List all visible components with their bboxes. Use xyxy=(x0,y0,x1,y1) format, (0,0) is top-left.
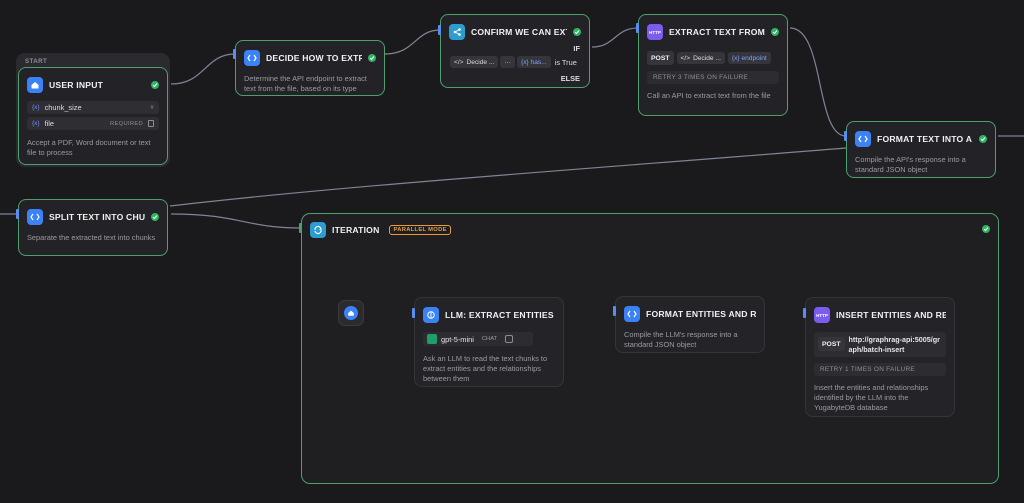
input-handle[interactable] xyxy=(613,306,616,316)
node-format-entities[interactable]: FORMAT ENTITIES AND RELA Compile the LLM… xyxy=(615,296,765,353)
node-title: ITERATION xyxy=(332,225,380,235)
input-handle[interactable] xyxy=(844,131,847,141)
node-confirm-extract[interactable]: CONFIRM WE CAN EXTRACT IF </> Decide ...… xyxy=(440,14,590,88)
edge-split-iteration xyxy=(170,213,302,229)
node-description: Ask an LLM to read the text chunks to ex… xyxy=(423,354,548,383)
node-format-text[interactable]: FORMAT TEXT INTO A REC Compile the API's… xyxy=(846,121,996,178)
code-icon xyxy=(624,306,640,322)
variable-row[interactable]: {x} chunk_size # xyxy=(27,101,159,114)
retry-policy: RETRY 1 TIMES ON FAILURE xyxy=(814,363,946,376)
request-url: http://graphrag-api:5005/graph/batch-ins… xyxy=(848,335,940,354)
node-title: FORMAT TEXT INTO A REC xyxy=(877,134,973,144)
edge-extract-format xyxy=(789,27,847,137)
model-name: gpt-5-mini xyxy=(441,334,474,344)
variable-row[interactable]: {x} file REQUIRED xyxy=(27,117,159,130)
node-description: Accept a PDF, Word document or text file… xyxy=(27,138,151,157)
node-title: CONFIRM WE CAN EXTRACT xyxy=(471,27,567,37)
variable-source: Decide ... xyxy=(693,54,721,62)
code-icon: </> xyxy=(680,54,691,62)
input-handle[interactable] xyxy=(438,25,441,35)
edge-decide-confirm xyxy=(384,29,441,55)
variable-name: file xyxy=(44,119,55,128)
node-description: Call an API to extract text from the fil… xyxy=(647,91,771,100)
success-check-icon xyxy=(573,28,581,36)
loop-icon xyxy=(310,222,326,238)
http-method-badge: POST xyxy=(818,337,845,351)
retry-policy: RETRY 3 TIMES ON FAILURE xyxy=(647,71,779,84)
edge-confirm-extract xyxy=(591,27,639,48)
node-title: USER INPUT xyxy=(49,80,104,90)
node-extract-text[interactable]: HTTP EXTRACT TEXT FROM DOC POST </> Deci… xyxy=(638,14,788,116)
variable-icon: {x} xyxy=(32,120,40,127)
node-title: DECIDE HOW TO EXTRACT xyxy=(266,53,362,63)
home-icon xyxy=(27,77,43,93)
code-icon: </> xyxy=(454,58,464,66)
brain-icon xyxy=(423,307,439,323)
else-branch-label: ELSE xyxy=(560,74,580,83)
code-icon xyxy=(244,50,260,66)
condition-variable-chip[interactable]: </> Decide ... xyxy=(450,56,499,68)
node-description: Compile the LLM's response into a standa… xyxy=(624,330,738,349)
success-check-icon xyxy=(771,28,779,36)
success-check-icon xyxy=(151,81,159,89)
node-description: Insert the entities and relationships id… xyxy=(814,383,929,412)
endpoint-variable-chip[interactable]: </> Decide ... xyxy=(676,52,725,64)
node-llm-extract[interactable]: LLM: EXTRACT ENTITIES AN gpt-5-mini CHAT… xyxy=(414,297,564,387)
edge-format-split xyxy=(169,147,847,207)
http-icon: HTTP xyxy=(647,24,663,40)
node-title: SPLIT TEXT INTO CHUNKS xyxy=(49,212,145,222)
parallel-mode-badge: PARALLEL MODE xyxy=(389,225,451,235)
input-handle[interactable] xyxy=(636,23,639,33)
condition-variable: Decide ... xyxy=(466,58,495,66)
node-split-text[interactable]: SPLIT TEXT INTO CHUNKS Separate the extr… xyxy=(18,199,168,256)
model-mode-tag: CHAT xyxy=(477,334,502,344)
input-handle[interactable] xyxy=(299,223,302,233)
success-check-icon xyxy=(151,213,159,221)
condition-separator: ··· xyxy=(500,56,515,68)
node-title: EXTRACT TEXT FROM DOC xyxy=(669,27,765,37)
condition-field-chip[interactable]: {x} has... xyxy=(517,56,551,68)
openai-icon xyxy=(427,334,437,344)
success-check-icon xyxy=(979,135,987,143)
input-handle[interactable] xyxy=(803,308,806,318)
node-title: LLM: EXTRACT ENTITIES AN xyxy=(445,310,555,320)
http-icon: HTTP xyxy=(814,307,830,323)
node-description: Separate the extracted text into chunks xyxy=(27,233,156,242)
node-description: Determine the API endpoint to extract te… xyxy=(244,74,367,93)
success-check-icon xyxy=(368,54,376,62)
iteration-start-node[interactable] xyxy=(338,300,364,326)
branch-icon xyxy=(449,24,465,40)
success-check-icon xyxy=(982,225,990,233)
if-branch-label: IF xyxy=(573,44,580,53)
variable-icon: {x} xyxy=(32,104,40,111)
variable-name: chunk_size xyxy=(44,103,82,112)
node-insert-entities[interactable]: HTTP INSERT ENTITIES AND RELA POST http:… xyxy=(805,297,955,417)
node-title: INSERT ENTITIES AND RELA xyxy=(836,310,946,320)
file-icon xyxy=(148,120,154,127)
edge-start-decide xyxy=(170,53,236,85)
variable-required-tag: REQUIRED xyxy=(110,120,143,127)
code-icon xyxy=(855,131,871,147)
endpoint-field-chip[interactable]: {x} endpoint xyxy=(727,52,771,64)
node-decide-extract[interactable]: DECIDE HOW TO EXTRACT Determine the API … xyxy=(235,40,385,96)
node-title: FORMAT ENTITIES AND RELA xyxy=(646,309,756,319)
input-handle[interactable] xyxy=(16,209,19,219)
node-user-input[interactable]: USER INPUT {x} chunk_size # {x} file REQ… xyxy=(18,67,168,165)
condition-operator: is True xyxy=(554,57,577,67)
home-icon xyxy=(344,306,358,320)
start-section-label: START xyxy=(25,58,48,65)
code-icon xyxy=(27,209,43,225)
http-method-badge: POST xyxy=(647,51,674,65)
node-description: Compile the API's response into a standa… xyxy=(855,155,966,174)
input-handle[interactable] xyxy=(233,49,236,59)
variable-type-tag: # xyxy=(150,104,154,111)
settings-icon[interactable] xyxy=(505,335,514,343)
input-handle[interactable] xyxy=(412,308,415,318)
